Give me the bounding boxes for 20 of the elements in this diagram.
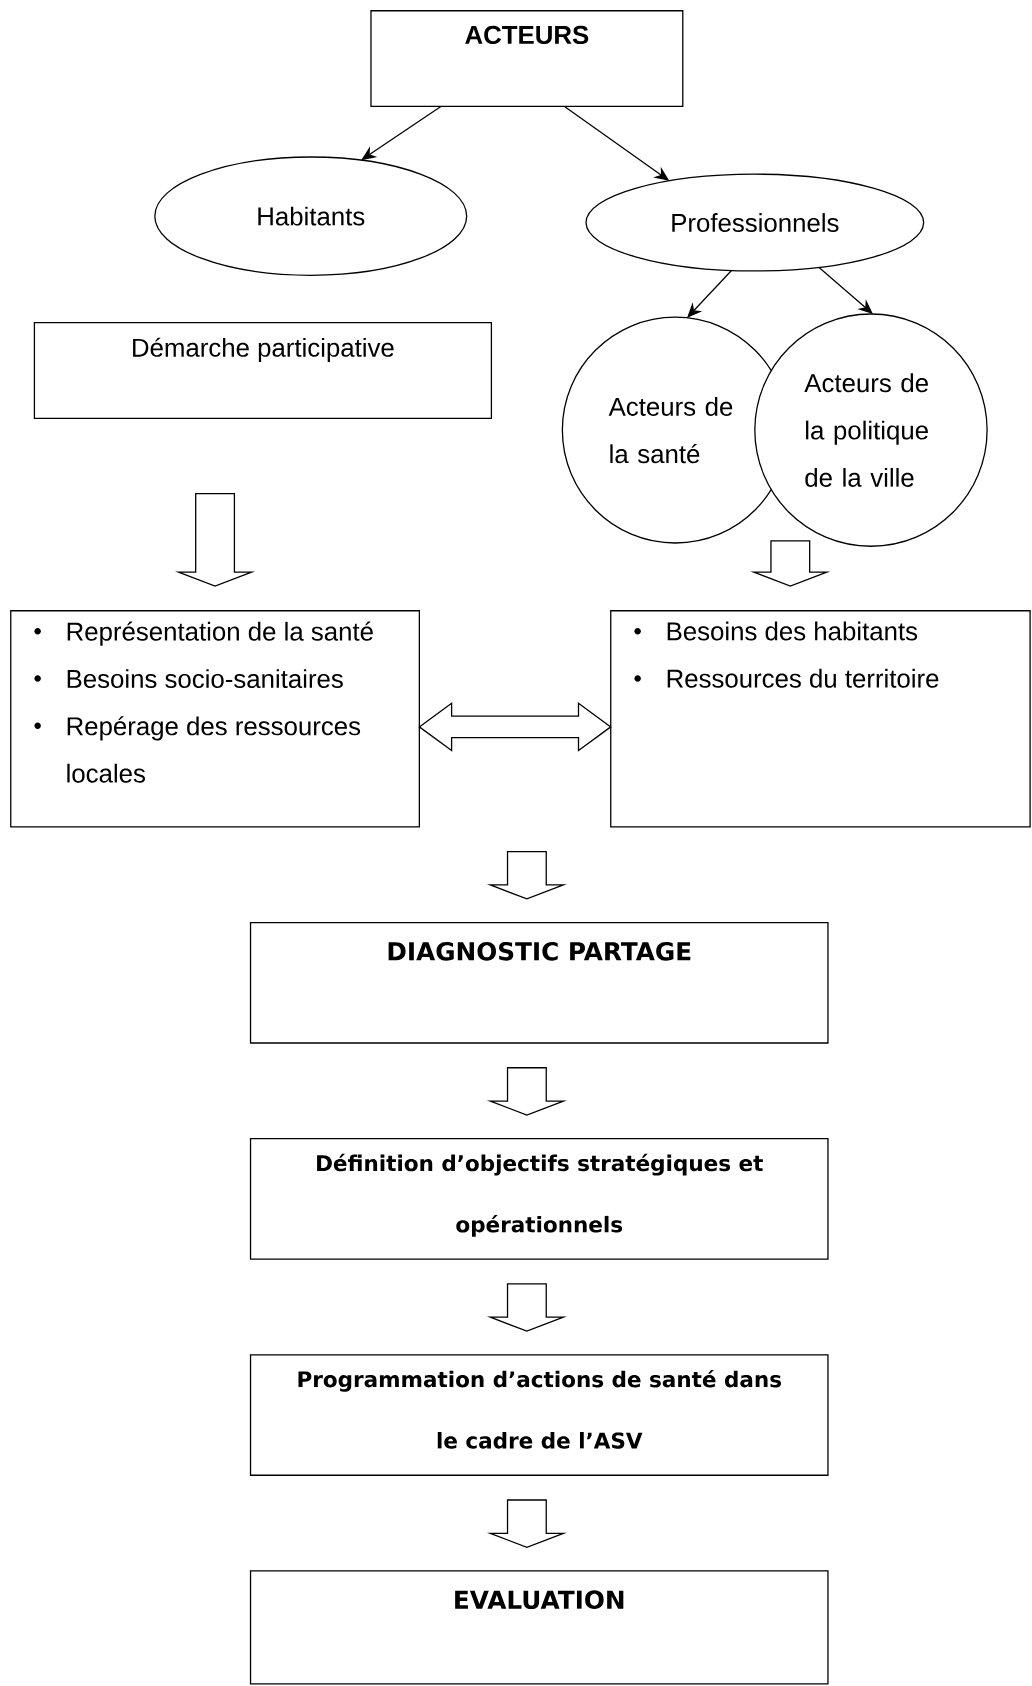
list-box: Besoins des habitants Ressources du territoire bbox=[609, 610, 1031, 828]
circle-node: Acteurs de la santé bbox=[561, 316, 789, 544]
process-box: Programmation d’actions de santé dans le cadre de l’ASV bbox=[249, 1354, 829, 1476]
process-box: DIAGNOSTIC PARTAGE bbox=[249, 921, 829, 1044]
block-arrow bbox=[486, 1283, 567, 1332]
block-arrow bbox=[486, 1067, 567, 1116]
block-arrow bbox=[486, 850, 567, 900]
block-arrow bbox=[750, 540, 831, 587]
double-block-arrow bbox=[418, 701, 612, 752]
block-arrow bbox=[174, 492, 255, 587]
process-box: EVALUATION bbox=[249, 1570, 829, 1685]
circle-node: Acteurs de la politique de la ville bbox=[754, 313, 988, 547]
ellipse-node: Habitants bbox=[154, 156, 468, 276]
block-arrow bbox=[486, 1499, 567, 1548]
process-box: ACTEURS bbox=[370, 10, 684, 108]
list-box: Représentation de la santé Besoins socio-sanitaires Repérage des ressources locales bbox=[10, 610, 420, 828]
ellipse-node: Professionnels bbox=[585, 173, 925, 272]
arrow bbox=[818, 266, 873, 314]
process-box: Démarche participative bbox=[33, 321, 492, 419]
process-box: Définition d’objectifs stratégiques et opérationnels bbox=[249, 1138, 829, 1260]
